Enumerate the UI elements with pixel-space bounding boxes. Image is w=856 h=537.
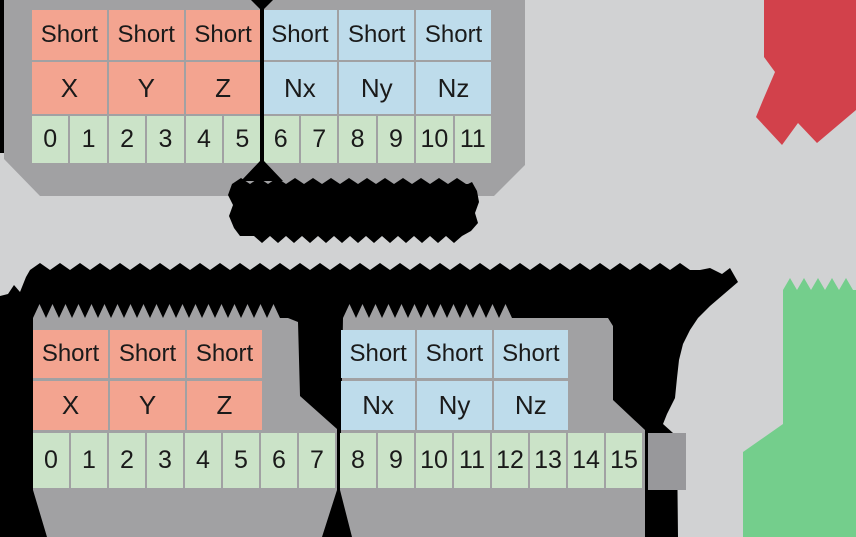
byte-cell: 8 <box>339 116 376 163</box>
type-cell: Short <box>262 10 338 60</box>
byte-cell: 15 <box>606 433 642 488</box>
label-cell: Nz <box>416 62 491 114</box>
byte-cell: 9 <box>378 433 414 488</box>
padded-normal-table: Short Short Short Nx Ny Nz <box>341 330 568 430</box>
byte-cell: 7 <box>300 116 338 163</box>
byte-cell: 13 <box>530 433 566 488</box>
byte-cell: 1 <box>71 433 107 488</box>
normal-label-row: Nx Ny Nz <box>341 381 568 430</box>
label-cell: X <box>32 62 107 114</box>
top-caption-obscured-blob <box>228 178 479 243</box>
type-cell: Short <box>108 10 184 60</box>
brace-connector <box>648 433 686 490</box>
padded-byte-strip-second: 8 9 10 11 12 13 14 15 <box>340 433 642 488</box>
type-cell: Short <box>493 330 568 378</box>
byte-row: 8 9 10 11 12 13 14 15 <box>340 433 642 488</box>
byte-cell: 1 <box>70 116 107 163</box>
byte-cell: 6 <box>262 116 299 163</box>
left-edge-black-strip <box>0 0 4 153</box>
label-cell: Y <box>110 381 185 430</box>
packed-byte-row: 0 1 2 3 4 5 6 7 8 9 10 11 <box>32 116 492 163</box>
byte-cell: 10 <box>416 433 452 488</box>
byte-cell: 0 <box>33 433 69 488</box>
packed-label-row: X Y Z Nx Ny Nz <box>32 62 491 114</box>
cross-mark-fragment-icon <box>756 0 856 145</box>
label-cell: Nz <box>493 381 568 430</box>
label-cell: Nx <box>262 62 338 114</box>
label-cell: Nx <box>341 381 416 430</box>
label-cell: Z <box>185 62 261 114</box>
byte-cell: 6 <box>261 433 297 488</box>
byte-cell: 11 <box>454 433 490 488</box>
type-cell: Short <box>341 330 416 378</box>
label-cell: Y <box>108 62 184 114</box>
byte-cell: 5 <box>224 116 261 163</box>
type-cell: Short <box>33 330 108 378</box>
byte-cell: 8 <box>340 433 376 488</box>
label-cell: X <box>33 381 108 430</box>
label-cell: Z <box>187 381 262 430</box>
byte-cell: 2 <box>109 433 145 488</box>
packed-vertex-table: Short Short Short Short Short Short X Y … <box>32 10 492 163</box>
packed-type-row: Short Short Short Short Short Short <box>32 10 491 60</box>
byte-cell: 12 <box>492 433 528 488</box>
check-mark-fragment-icon <box>743 278 856 537</box>
byte-row: 0 1 2 3 4 5 6 7 <box>33 433 335 488</box>
normal-type-row: Short Short Short <box>341 330 568 378</box>
byte-cell: 4 <box>185 116 223 163</box>
padded-position-table: Short Short Short X Y Z <box>33 330 262 430</box>
padded-byte-strip-first: 0 1 2 3 4 5 6 7 <box>33 433 335 488</box>
type-cell: Short <box>187 330 262 378</box>
byte-cell: 9 <box>377 116 415 163</box>
type-cell: Short <box>110 330 185 378</box>
byte-cell: 14 <box>568 433 604 488</box>
label-cell: Ny <box>339 62 415 114</box>
position-label-row: X Y Z <box>33 381 262 430</box>
label-cell: Ny <box>417 381 492 430</box>
position-type-row: Short Short Short <box>33 330 262 378</box>
type-cell: Short <box>417 330 492 378</box>
byte-cell: 7 <box>299 433 335 488</box>
byte-cell: 4 <box>185 433 221 488</box>
type-cell: Short <box>339 10 415 60</box>
byte-cell: 0 <box>32 116 69 163</box>
byte-cell: 5 <box>223 433 259 488</box>
type-cell: Short <box>185 10 261 60</box>
type-cell: Short <box>416 10 491 60</box>
byte-cell: 3 <box>147 116 184 163</box>
byte-cell: 11 <box>454 116 492 163</box>
byte-cell: 3 <box>147 433 183 488</box>
byte-cell: 2 <box>108 116 146 163</box>
byte-cell: 10 <box>416 116 453 163</box>
type-cell: Short <box>32 10 107 60</box>
